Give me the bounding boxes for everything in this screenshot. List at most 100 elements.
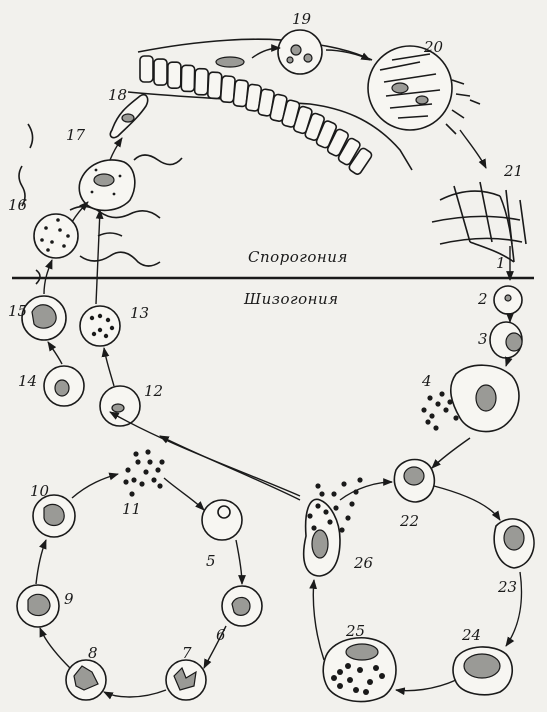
stage-label: 1: [496, 254, 506, 272]
merozoite-dot: [58, 228, 62, 232]
merozoite-dot: [147, 459, 152, 464]
merozoite-dot: [357, 477, 362, 482]
stage-14-cell: [44, 366, 84, 406]
epithelial-cell: [168, 62, 181, 88]
merozoite-dot: [133, 451, 138, 456]
merozoite-dot: [95, 169, 98, 172]
epithelial-cell: [208, 72, 222, 99]
merozoite-dot: [56, 218, 60, 222]
merozoite-dot: [157, 483, 162, 488]
merozoite-dot: [90, 316, 94, 320]
merozoite-dot: [327, 519, 332, 524]
stage-label: 7: [182, 644, 192, 662]
merozoite-dot: [91, 191, 94, 194]
stage-label: 9: [64, 590, 74, 608]
stage-7-cell: [166, 660, 206, 700]
mature-oocyst: [368, 46, 480, 134]
merozoite-dot: [98, 314, 102, 318]
merozoite-dot: [98, 328, 102, 332]
stage-25-cell: [323, 638, 396, 702]
stage-label: 20: [423, 38, 444, 56]
schizogony-label: Шизогония: [243, 290, 339, 308]
salivary-gland: [432, 182, 526, 262]
stage-22-cell: [394, 460, 434, 503]
stage-label: 24: [461, 626, 481, 644]
stage-label: 18: [108, 86, 127, 104]
stage-label: 16: [8, 196, 28, 214]
merozoite-dot: [443, 407, 448, 412]
merozoite-dot: [367, 679, 373, 685]
stage-2-cell: [494, 286, 522, 314]
stage-6-cell: [222, 586, 262, 626]
merozoite-dot: [315, 483, 320, 488]
stage-label: 14: [18, 372, 37, 390]
stage-label: 6: [216, 626, 226, 644]
merozoite-dot: [341, 481, 346, 486]
stage-label: 15: [8, 302, 27, 320]
stage-label: 22: [399, 512, 419, 530]
merozoite-dot: [433, 425, 438, 430]
merozoite-dot: [104, 334, 108, 338]
merozoite-dot: [447, 399, 452, 404]
merozoite-dot: [106, 318, 110, 322]
stage-5-cell: [202, 500, 242, 540]
merozoite-dot: [66, 234, 70, 238]
merozoite-dot: [439, 391, 444, 396]
stage-label: 10: [30, 482, 50, 500]
merozoite-dot: [159, 459, 164, 464]
merozoite-dot: [427, 395, 432, 400]
merozoite-dot: [373, 665, 379, 671]
merozoite-dot: [119, 175, 122, 178]
merozoite-dot: [421, 407, 426, 412]
stage-label: 12: [144, 382, 163, 400]
stage-label: 2: [477, 290, 488, 308]
stage-24-cell: [453, 647, 512, 695]
stage-label: 26: [353, 554, 374, 572]
merozoite-dot: [135, 459, 140, 464]
merozoite-dot: [453, 415, 458, 420]
merozoite-dot: [129, 491, 134, 496]
merozoite-dot: [339, 527, 344, 532]
merozoite-dot: [315, 503, 320, 508]
stage-10-cell: [33, 495, 75, 537]
merozoite-dot: [435, 401, 440, 406]
stage-label: 8: [88, 644, 98, 662]
stage-4-cell: [421, 365, 519, 431]
stage-9-cell: [17, 585, 59, 627]
stage-8-cell: [66, 660, 106, 700]
stage-label: 21: [503, 162, 523, 180]
merozoite-dot: [307, 513, 312, 518]
stage-23-cell: [494, 519, 534, 568]
merozoite-dot: [425, 419, 430, 424]
merozoite-dot: [429, 413, 434, 418]
merozoite-dot: [345, 515, 350, 520]
stage-label: 13: [130, 304, 149, 322]
merozoite-dot: [131, 477, 136, 482]
stage-12-cell: [100, 386, 140, 426]
oocyst: [278, 30, 322, 74]
stage-11-merozoites: [123, 449, 164, 496]
epithelial-cell: [154, 59, 167, 85]
merozoite-dot: [363, 689, 369, 695]
merozoite-dot: [113, 193, 116, 196]
merozoite-dot: [143, 469, 148, 474]
merozoite-dot: [353, 687, 359, 693]
epithelial-cell: [140, 56, 153, 82]
stage-13-cell: [80, 306, 120, 346]
stage-label: 4: [421, 372, 432, 390]
stage-label: 25: [345, 622, 365, 640]
merozoite-dot: [123, 479, 128, 484]
merozoite-dot: [125, 467, 130, 472]
stage-label: 3: [478, 330, 488, 348]
merozoite-dot: [155, 467, 160, 472]
stage-15-cell: [22, 296, 66, 340]
stage-label: 23: [497, 578, 517, 596]
stage-label: 5: [206, 552, 216, 570]
merozoite-dot: [331, 675, 337, 681]
merozoite-dot: [323, 509, 328, 514]
merozoite-dot: [311, 525, 316, 530]
stage-label: 17: [66, 126, 86, 144]
merozoite-dot: [92, 332, 96, 336]
merozoite-dot: [62, 244, 66, 248]
